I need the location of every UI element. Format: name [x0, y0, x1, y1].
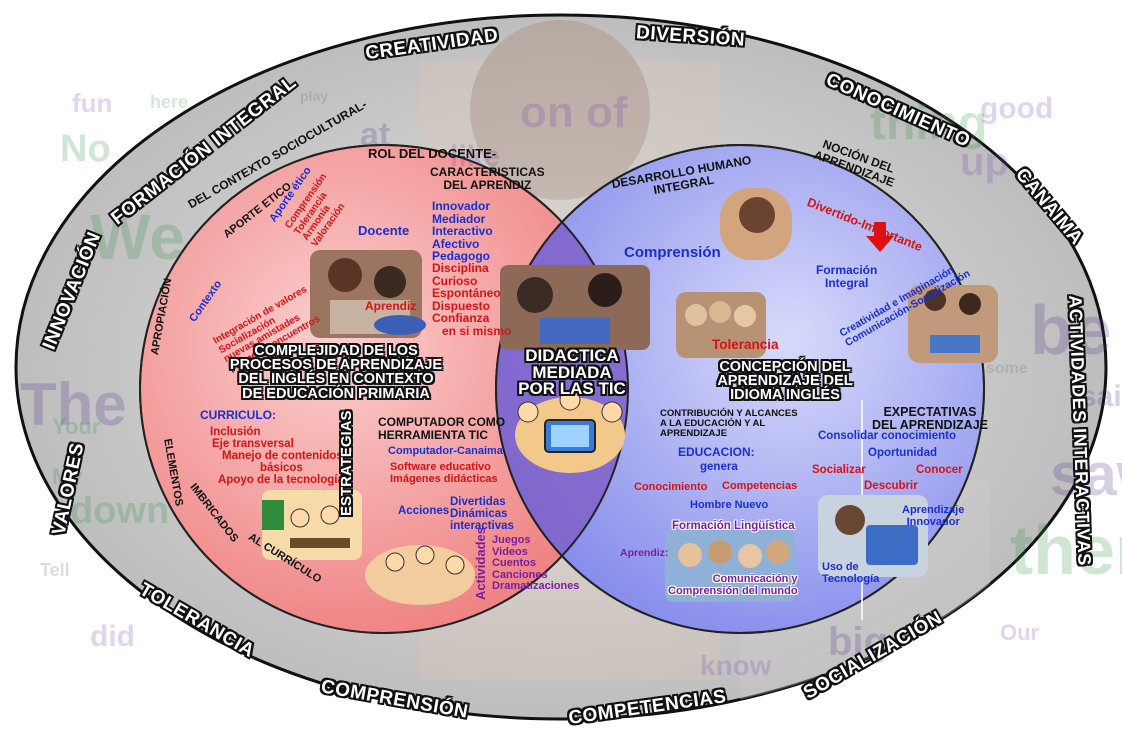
background-word: The: [20, 371, 127, 438]
background-word: down: [70, 490, 170, 532]
tolerancia-label: Tolerancia: [712, 337, 779, 352]
background-word: here: [150, 92, 189, 112]
background-word: No: [60, 128, 111, 170]
background-word: know: [700, 650, 772, 681]
background-word: said: [1080, 380, 1122, 413]
acciones-label: Acciones: [398, 505, 450, 517]
formacion-linguistica-label: Formación Lingüística: [672, 520, 795, 532]
cartoon-kids-dancing: [365, 545, 475, 605]
background-word: saw: [1050, 441, 1122, 508]
happy-children-photo: [665, 530, 795, 602]
cartoon-students-desks: [262, 490, 362, 560]
boy-computer-photo: [818, 495, 928, 577]
down-arrow-icon: [866, 222, 894, 252]
background-word: play: [300, 88, 329, 104]
background-word: Our: [1000, 620, 1040, 645]
background-word: Tell: [40, 560, 70, 580]
girl-writing-photo: [720, 188, 792, 260]
aprendiz-right-label: Aprendiz:: [620, 547, 669, 559]
rol-docente-label: ROL DEL DOCENTE-: [368, 146, 497, 161]
kids-reading-photo: [676, 292, 766, 358]
background-word: up: [960, 140, 1009, 184]
background-word: like: [450, 140, 501, 173]
conocimiento-label: Conocimiento: [634, 481, 708, 493]
background-word: good: [980, 92, 1054, 125]
background-word: My: [52, 464, 83, 489]
teacher-student-photo: [310, 250, 426, 338]
consolidar-label: Consolidar conocimiento: [818, 430, 957, 442]
center-kids-laptop-photo: [500, 265, 650, 350]
background-word: at: [360, 116, 391, 154]
canaima-pc-label: Computador-Canaima: [388, 445, 503, 457]
conocer-label: Conocer: [916, 464, 963, 476]
hombre-nuevo-label: Hombre Nuevo: [690, 499, 769, 511]
aprendiz-label: Aprendiz: [365, 299, 417, 313]
background-word: We: [90, 201, 185, 273]
cartoon-kids-computer: [515, 389, 625, 473]
background-word: thing: [870, 97, 988, 150]
actividades-label: Actividades: [473, 527, 488, 600]
background-word: them: [1010, 511, 1122, 589]
descubrir-label: Descubrir: [864, 480, 918, 492]
curriculo-label: CURRICULO:: [200, 408, 276, 422]
background-word: some: [986, 360, 1028, 377]
competencias-label: Competencias: [722, 480, 798, 492]
background-word: Your: [52, 414, 101, 439]
oportunidad-label: Oportunidad: [868, 447, 937, 459]
docente-label: Docente: [358, 223, 410, 238]
background-word: be: [1030, 291, 1112, 369]
background-word: big: [828, 620, 888, 664]
estrategias-label: ESTRATEGIAS: [338, 410, 355, 516]
background-word: did: [90, 620, 135, 653]
socializar-label: Socializar: [812, 464, 866, 476]
background-word: fun: [72, 88, 113, 118]
background-word: on of: [520, 88, 628, 137]
curriculo-items: Inclusión Eje transversal Manejo de cont…: [210, 426, 344, 487]
genera-label: genera: [700, 461, 738, 473]
educacion-label: EDUCACION:: [678, 445, 755, 459]
comprension-label: Comprensión: [624, 244, 721, 261]
boys-laptop-photo: [908, 285, 998, 363]
